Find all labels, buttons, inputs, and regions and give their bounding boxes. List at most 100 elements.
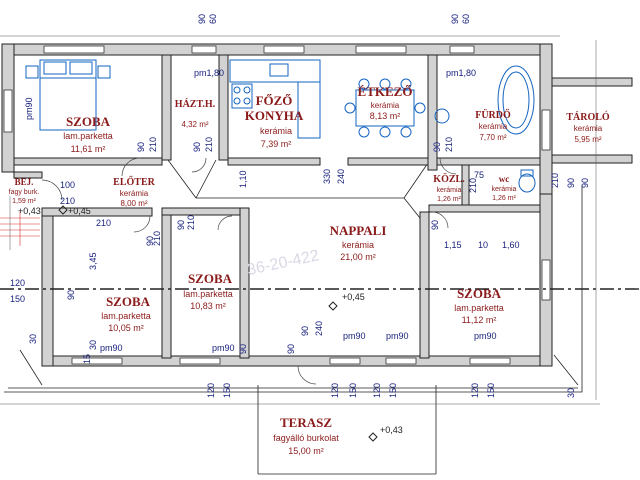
room-area: 8,00 m²	[120, 199, 147, 208]
dim-label: 150	[10, 294, 25, 304]
room-floor: fagy burk.	[9, 189, 40, 196]
dim-label: 90	[430, 220, 440, 230]
parapet-note: pm90	[100, 343, 123, 353]
room-kozl: KÖZL. kerámia 1,26 m²	[433, 172, 465, 203]
dim-label: 210	[444, 137, 454, 152]
room-floor: kerámia	[120, 189, 149, 198]
parapet-notes: pm1,80 pm1,80 pm90 pm90 pm90 pm90 pm90 p…	[24, 68, 497, 353]
room-floor: kerámia	[437, 187, 462, 194]
dim-label: 150	[348, 383, 358, 398]
room-name: SZOBA	[457, 286, 502, 301]
dim-label: 10	[478, 240, 488, 250]
dim-label: 210	[96, 218, 111, 228]
dim-label: 3,45	[88, 252, 98, 270]
toilet-icon	[518, 169, 536, 193]
dim-label: 90	[300, 326, 310, 336]
dim-label: 210	[186, 215, 196, 230]
dimension-lines	[0, 35, 600, 405]
room-name: TERASZ	[280, 415, 332, 430]
room-bejarat: BEJ. fagy burk. 1,59 m²	[9, 177, 40, 205]
room-area: 8,13 m²	[370, 111, 401, 121]
room-szoba-mid: SZOBA lam.parketta 10,83 m²	[183, 271, 233, 311]
room-floor: lam.parketta	[63, 131, 113, 141]
room-szoba-se: SZOBA lam.parketta 11,12 m²	[454, 286, 504, 325]
room-name: BEJ.	[15, 177, 34, 187]
room-etkezo: ÉTKEZŐ kerámia 8,13 m²	[358, 84, 413, 121]
room-floor: kerámia	[371, 101, 400, 110]
room-floor: kerámia	[260, 126, 292, 136]
room-floor: kerámia	[479, 122, 508, 131]
bed-icon	[25, 59, 111, 131]
level-main: +0,45	[342, 292, 365, 302]
dim-label: 120	[10, 278, 25, 288]
inner-walls	[13, 54, 541, 359]
dim-label: 75	[474, 170, 484, 180]
dim-label: 100	[60, 180, 75, 190]
dim-label: 210	[148, 137, 158, 152]
dim-label: 90	[176, 220, 186, 230]
room-area: 7,39 m²	[261, 139, 292, 149]
room-szoba-nw: SZOBA lam.parketta 11,61 m²	[63, 114, 113, 154]
dim-label: 90	[286, 344, 296, 354]
room-area: 7,70 m²	[479, 133, 506, 142]
dim-label: 210	[204, 137, 214, 152]
room-name: SZOBA	[188, 271, 233, 286]
dim-label: 1,10	[238, 170, 248, 188]
dim-label: 1,15	[444, 240, 462, 250]
room-name: FÜRDŐ	[475, 108, 511, 121]
parapet-note: pm90	[343, 331, 366, 341]
room-terasz: TERASZ fagyálló burkolat 15,00 m²	[273, 415, 339, 456]
room-area: 11,12 m²	[462, 315, 497, 325]
room-area: 1,26 m²	[492, 195, 516, 202]
watermark: 36-20-422	[246, 247, 321, 279]
room-name: KÖZL.	[433, 172, 465, 185]
dim-label: 90	[136, 142, 146, 152]
room-haztartas: HÁZT.H. 4,32 m²	[175, 98, 216, 129]
dim-label: 210	[60, 196, 75, 206]
room-floor: kerámia	[574, 124, 603, 133]
room-nappali: NAPPALI kerámia 21,00 m²	[330, 223, 387, 262]
room-name: FŐZŐ	[256, 93, 293, 108]
dim-label: 90	[450, 14, 460, 24]
level-hall: +0,45	[68, 206, 91, 216]
level-terrace: +0,43	[380, 425, 403, 435]
parapet-note: pm1,80	[194, 68, 224, 78]
dim-label: 30	[28, 334, 38, 344]
kitchen-counter-icon	[229, 59, 321, 139]
room-tarolo: TÁROLÓ kerámia 5,95 m²	[566, 111, 610, 144]
dim-label: 60	[461, 14, 471, 24]
room-name: TÁROLÓ	[566, 111, 610, 123]
dim-label: 60	[208, 14, 218, 24]
room-name: HÁZT.H.	[175, 98, 216, 110]
dim-label: 150	[486, 383, 496, 398]
parapet-note: pm90	[212, 343, 235, 353]
level-entry: +0,43	[18, 206, 41, 216]
room-name: SZOBA	[66, 114, 111, 129]
dim-label: 120	[372, 383, 382, 398]
dim-label: 210	[152, 231, 162, 246]
room-floor: lam.parketta	[101, 311, 151, 321]
room-name: SZOBA	[106, 294, 151, 309]
dim-label: 90	[580, 178, 590, 188]
dim-label: 15	[82, 354, 92, 364]
parapet-note: pm1,80	[446, 68, 476, 78]
room-area: 1,26 m²	[437, 196, 461, 203]
windows	[3, 45, 551, 365]
dimension-labels: 90 60 90 60 90 210 210 90 330 240 1,10 9…	[10, 14, 590, 398]
dim-label: 120	[470, 383, 480, 398]
room-floor: lam.parketta	[183, 289, 233, 299]
dim-label: 90	[197, 14, 207, 24]
room-area: 1,59 m²	[12, 198, 36, 205]
dim-label: 90	[432, 142, 442, 152]
bathtub-icon	[497, 65, 535, 135]
dim-label: 150	[388, 383, 398, 398]
dim-label: 240	[336, 169, 346, 184]
room-floor: lam.parketta	[454, 303, 504, 313]
room-name: ELŐTER	[113, 176, 155, 188]
dim-label: 90	[66, 290, 76, 300]
dim-label: 90	[238, 344, 248, 354]
room-name-2: KONYHA	[245, 108, 304, 123]
room-area: 10,05 m²	[108, 323, 144, 333]
dining-table-icon	[344, 78, 426, 138]
